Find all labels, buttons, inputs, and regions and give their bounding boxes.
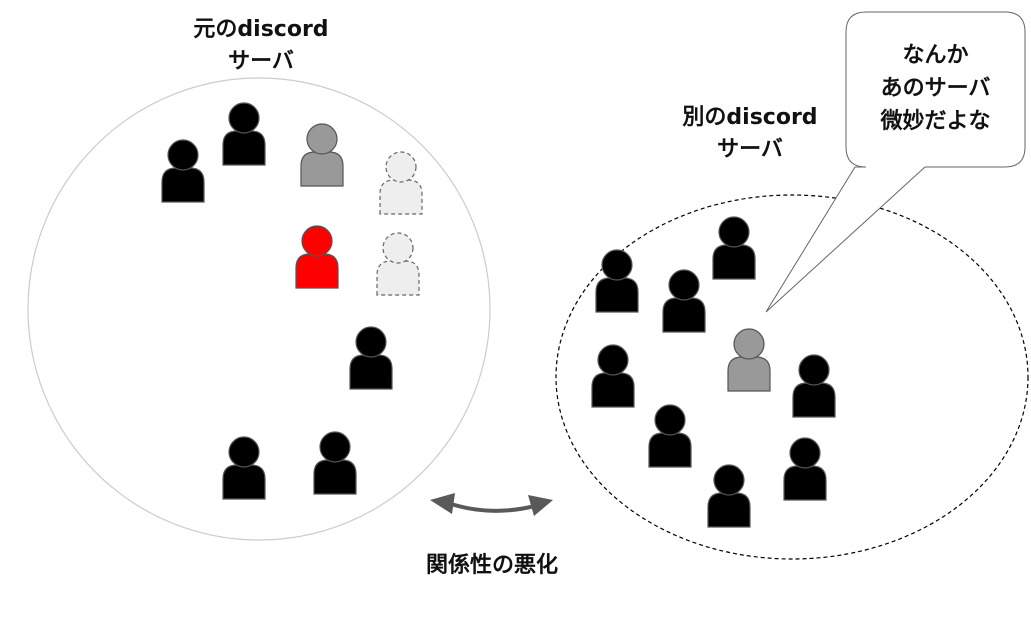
member-icon <box>313 431 357 495</box>
other-server-label: 別のdiscord サーバ <box>650 102 850 166</box>
member-icon <box>591 344 635 408</box>
member-icon <box>662 269 706 333</box>
original-server-label-line1: 元のdiscord <box>193 17 329 42</box>
relation-arrow-icon <box>430 493 553 516</box>
member-icon <box>349 326 393 390</box>
speech-line: なんか <box>902 43 969 68</box>
speech-bubble-text: なんか あのサーバ 微妙だよな <box>846 39 1025 138</box>
member-icon <box>707 464 751 528</box>
speech-line: あのサーバ <box>880 76 991 101</box>
member-icon <box>648 404 692 468</box>
people-group <box>161 102 836 528</box>
speech-bubble-shape <box>765 11 1026 313</box>
speaker-member-icon <box>300 123 344 187</box>
speech-line: 微妙だよな <box>880 109 991 134</box>
original-server-label: 元のdiscord サーバ <box>161 14 361 78</box>
member-icon <box>792 354 836 418</box>
highlighted-member-icon <box>295 225 339 289</box>
original-server-circle <box>27 77 491 541</box>
speaker-member-icon <box>727 328 771 392</box>
member-icon <box>783 437 827 501</box>
departed-member-icon <box>376 232 420 296</box>
other-server-label-line1: 別のdiscord <box>682 105 818 130</box>
member-icon <box>222 436 266 500</box>
member-icon <box>222 102 266 166</box>
original-server-label-line2: サーバ <box>228 49 294 74</box>
member-icon <box>712 216 756 280</box>
departed-member-icon <box>379 151 423 215</box>
member-icon <box>161 139 205 203</box>
other-server-label-line2: サーバ <box>717 137 783 162</box>
member-icon <box>595 249 639 313</box>
relation-label: 関係性の悪化 <box>425 553 558 578</box>
other-server-circle <box>555 194 1029 560</box>
